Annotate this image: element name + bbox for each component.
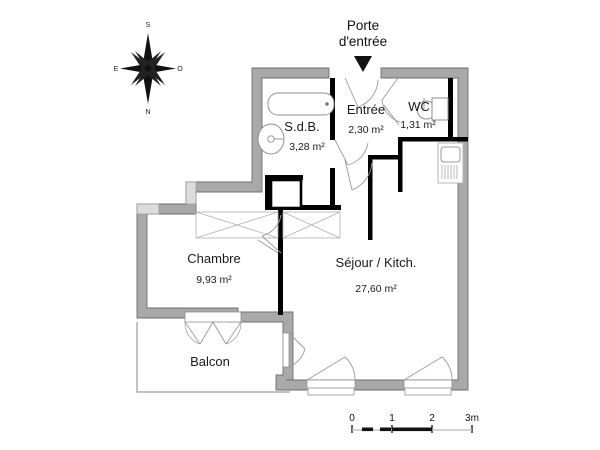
sejour-window-openings [306, 356, 453, 396]
scale-tick-1: 1 [389, 413, 395, 424]
room-label-wc: WC [408, 99, 430, 114]
bathtub-fixture [267, 92, 335, 116]
balcony-to-sejour-door [282, 332, 306, 368]
room-area-wc: 1,31 m² [400, 119, 436, 131]
compass-north-label: N [145, 109, 150, 116]
room-label-balcon: Balcon [190, 354, 230, 369]
entrance-title-line1: Porte [347, 18, 379, 33]
room-area-sdb: 3,28 m² [289, 141, 325, 153]
compass-rose-icon: S N E O [114, 22, 184, 116]
light-wall-segments [136, 181, 197, 215]
scale-bar: 0 1 2 3m [349, 413, 479, 433]
toilet-fixture [416, 97, 449, 121]
room-labels: S.d.B. 3,28 m² Entrée 2,30 m² WC 1,31 m²… [187, 99, 436, 369]
balcony-outline [136, 322, 290, 393]
room-label-sdb: S.d.B. [284, 119, 319, 134]
room-area-sejour: 27,60 m² [355, 283, 397, 295]
room-area-chambre: 9,93 m² [196, 274, 232, 286]
compass-south-label: S [146, 22, 151, 29]
chambre-balcony-window [184, 311, 242, 345]
room-label-sejour: Séjour / Kitch. [336, 255, 417, 270]
scale-tick-3: 3m [465, 413, 479, 424]
arrow-down-icon [354, 56, 372, 72]
closet-hatching [195, 211, 341, 239]
scale-tick-0: 0 [349, 413, 355, 424]
compass-east-label: O [177, 66, 183, 73]
kitchen-appliance-fixture [437, 142, 464, 184]
entrance-title-line2: d'entrée [339, 34, 387, 49]
scale-tick-2: 2 [429, 413, 435, 424]
room-label-chambre: Chambre [187, 251, 240, 266]
entrance-marker: Porte d'entrée [339, 18, 387, 72]
room-label-entree: Entrée [347, 102, 385, 117]
compass-west-label: E [114, 66, 119, 73]
door-swing-arcs [257, 77, 401, 254]
sdb-closet-box [269, 178, 303, 210]
room-area-entree: 2,30 m² [348, 124, 384, 136]
washbasin-fixture [257, 123, 285, 155]
